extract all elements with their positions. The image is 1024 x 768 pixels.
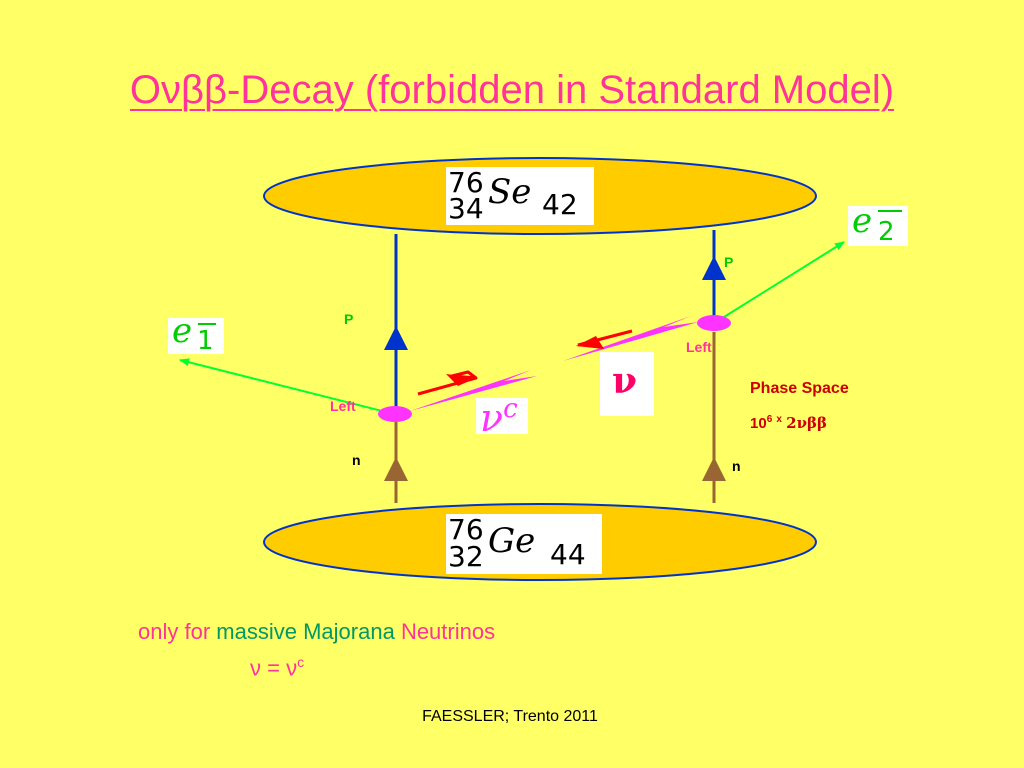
top-nucleus-symbol: Se — [488, 172, 532, 212]
top-nucleus-mass: 76 — [448, 166, 484, 199]
proton-label-left: P — [344, 311, 354, 327]
neutron-label-left: n — [352, 452, 361, 468]
proton-arrow-right — [702, 256, 726, 280]
majorana-equation: ν = νc — [250, 654, 304, 681]
e2-label-base: e — [852, 201, 873, 241]
e2-label-box — [848, 206, 908, 246]
phase-space-base: 10 — [750, 415, 767, 432]
equation-sup: c — [297, 654, 305, 670]
footer-credit: FAESSLER; Trento 2011 — [422, 708, 598, 725]
vertex-right — [697, 315, 731, 331]
e1-label-sub: 1 — [197, 326, 214, 356]
neutrino-line-left — [410, 370, 537, 411]
top-nucleus-neutrons: 42 — [542, 188, 578, 221]
phase-space-value: 106 x 2νββ — [750, 414, 827, 432]
top-nucleus-label: 76 34 Se 42 — [448, 168, 594, 224]
spin-arrow-right-head — [576, 336, 604, 349]
neutron-label-right: n — [732, 458, 741, 474]
slide-title: Oνββ-Decay (forbidden in Standard Model) — [129, 68, 895, 112]
top-nucleus-label-box — [446, 167, 594, 225]
statement-massive: massive — [216, 619, 297, 644]
bottom-nucleus-charge: 32 — [448, 540, 484, 573]
neutron-arrow-right — [702, 457, 726, 481]
bottom-nucleus-label: 76 32 Ge 44 — [448, 515, 600, 573]
majorana-statement: only for massive Majorana Neutrinos — [138, 619, 495, 645]
e2-label-sub: 2 — [878, 217, 895, 247]
electron-2-line — [715, 241, 845, 323]
nu-c-base: ν — [480, 396, 504, 440]
statement-only-for: only for — [138, 619, 211, 644]
e1-label-base: e — [172, 311, 193, 351]
phase-space-heading: Phase Space — [750, 380, 849, 397]
bottom-nucleus-neutrons: 44 — [550, 538, 586, 571]
statement-majorana: Majorana — [303, 619, 395, 644]
nu-label: ν — [612, 360, 637, 402]
phase-space-mode: 2νββ — [786, 414, 827, 432]
left-label-right-vertex: Left — [686, 339, 712, 355]
equation-left: ν = ν — [250, 655, 298, 681]
nu-c-label: νc — [480, 394, 518, 440]
bottom-nucleus-label-box — [446, 514, 602, 574]
nu-c-sup: c — [503, 394, 518, 424]
vertex-left — [378, 406, 412, 422]
proton-arrow-left — [384, 326, 408, 350]
e1-label-bar — [198, 323, 216, 325]
top-nucleus-charge: 34 — [448, 192, 484, 225]
neutrino-line-right — [563, 316, 698, 361]
left-label-left-vertex: Left — [330, 398, 356, 414]
spin-arrow-left-head — [446, 374, 476, 386]
phase-space-times: x — [776, 414, 782, 425]
neutron-arrow-left — [384, 457, 408, 481]
electron-1-line — [179, 358, 395, 415]
phase-space-exp: 6 — [766, 414, 773, 425]
bottom-nucleus-symbol: Ge — [488, 521, 536, 561]
proton-label-right: P — [724, 254, 734, 270]
bottom-nucleus-mass: 76 — [448, 513, 484, 546]
nu-c-label-box — [476, 398, 528, 434]
spin-arrow-left — [417, 370, 478, 396]
e2-label-bar — [878, 210, 902, 212]
statement-neutrinos: Neutrinos — [400, 619, 496, 644]
nu-label-box — [600, 352, 654, 416]
